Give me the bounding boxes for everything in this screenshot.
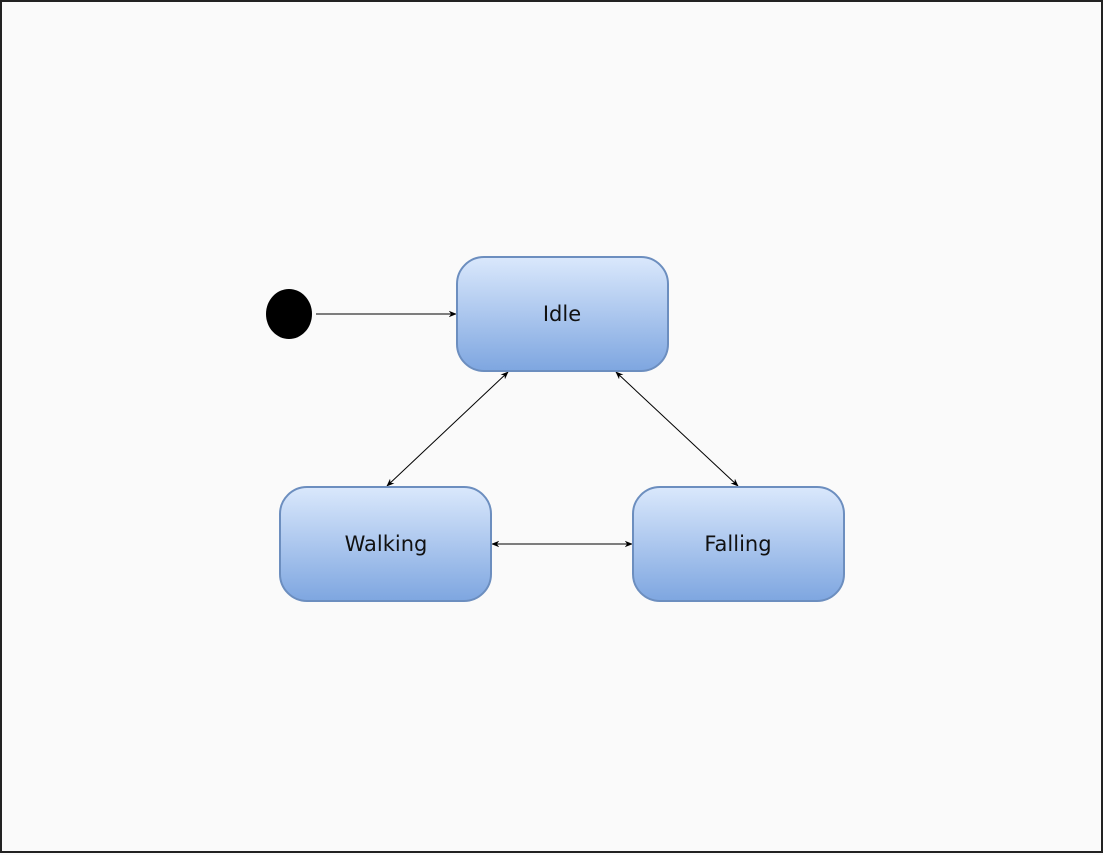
state-falling-label: Falling xyxy=(704,532,771,556)
state-falling-box[interactable] xyxy=(632,486,845,602)
transition-idle-walking[interactable] xyxy=(386,371,509,487)
transition-idle-falling[interactable] xyxy=(615,371,739,487)
state-falling[interactable]: Falling xyxy=(632,486,845,602)
initial-state-dot[interactable] xyxy=(266,289,312,339)
state-idle[interactable]: Idle xyxy=(456,256,669,372)
state-walking-label: Walking xyxy=(345,532,428,556)
state-idle-label: Idle xyxy=(543,302,581,326)
state-idle-box[interactable] xyxy=(456,256,669,372)
state-walking-box[interactable] xyxy=(279,486,492,602)
state-walking[interactable]: Walking xyxy=(279,486,492,602)
